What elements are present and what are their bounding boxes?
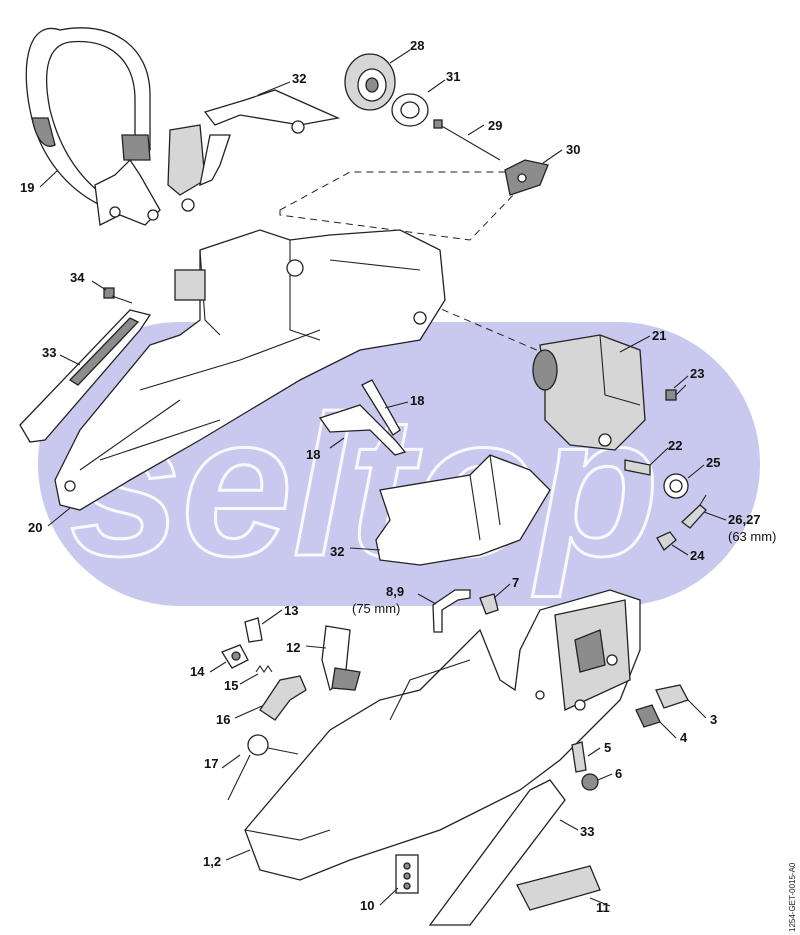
callout-7: 7 (512, 575, 519, 590)
dimension-75mm: (75 mm) (352, 601, 400, 616)
callout-16: 16 (216, 712, 230, 727)
callout-17: 17 (204, 756, 218, 771)
screw-29 (433, 119, 501, 161)
callout-10: 10 (360, 898, 374, 913)
cap-30 (504, 159, 549, 196)
callout-22: 22 (668, 438, 682, 453)
document-code: 1254-GET-0015-A0 (788, 862, 797, 932)
callout-6: 6 (615, 766, 622, 781)
callout-8-9: 8,9 (386, 584, 404, 599)
callout-15: 15 (224, 678, 238, 693)
nut-4 (635, 704, 661, 728)
clip-18 (318, 379, 407, 456)
callout-11: 11 (596, 900, 610, 915)
callout-33-upper: 33 (42, 345, 56, 360)
grommet-25 (663, 473, 689, 499)
hose-26-27 (680, 494, 707, 529)
spring-17 (227, 734, 299, 801)
stud-22 (624, 459, 651, 476)
washer (391, 93, 429, 127)
plate-11 (516, 865, 601, 911)
callout-31: 31 (446, 69, 460, 84)
clip-7 (479, 593, 499, 615)
callout-28: 28 (410, 38, 424, 53)
handle-bracket-lower (375, 454, 551, 566)
callout-24: 24 (690, 548, 705, 563)
dimension-63mm: (63 mm) (728, 529, 776, 544)
callout-14: 14 (190, 664, 205, 679)
hose-8-9 (432, 589, 471, 633)
callout-21: 21 (652, 328, 666, 343)
fan-wheel (344, 53, 396, 111)
spring-15 (255, 665, 273, 673)
callout-23: 23 (690, 366, 704, 381)
part-14 (221, 644, 249, 669)
callout-29: 29 (488, 118, 502, 133)
filter-cover (532, 334, 646, 451)
callout-34: 34 (70, 270, 85, 285)
bolt-3 (655, 684, 689, 709)
callout-13: 13 (284, 603, 298, 618)
callout-4: 4 (680, 730, 688, 745)
callout-5: 5 (604, 740, 611, 755)
callout-labels: 19 32 28 31 29 30 34 33 21 23 18 18 22 2… (20, 38, 776, 915)
screw-34 (103, 287, 133, 304)
part-13 (244, 617, 263, 643)
leader-lines (39, 49, 727, 907)
callout-18-lower: 18 (306, 447, 320, 462)
callout-30: 30 (566, 142, 580, 157)
pin-5 (571, 741, 587, 773)
callout-1-2: 1,2 (203, 854, 221, 869)
screw-23 (665, 384, 687, 401)
callout-19: 19 (20, 180, 34, 195)
main-housing (54, 229, 446, 511)
cap-6 (581, 773, 599, 791)
handle-bracket-upper (167, 89, 341, 212)
trigger-16 (259, 675, 307, 721)
callout-26-27: 26,27 (728, 512, 761, 527)
callout-20: 20 (28, 520, 42, 535)
callout-3: 3 (710, 712, 717, 727)
handlebar (25, 27, 161, 226)
callout-33-lower: 33 (580, 824, 594, 839)
warning-label-10 (395, 854, 419, 894)
lever-12 (321, 625, 361, 692)
clip-24 (656, 531, 677, 551)
callout-18-upper: 18 (410, 393, 424, 408)
rail-upper (19, 309, 152, 443)
callout-25: 25 (706, 455, 720, 470)
rail-lower (428, 779, 566, 926)
callout-12: 12 (286, 640, 300, 655)
callout-32-upper: 32 (292, 71, 306, 86)
housing-lower (244, 589, 641, 881)
callout-32-lower: 32 (330, 544, 344, 559)
